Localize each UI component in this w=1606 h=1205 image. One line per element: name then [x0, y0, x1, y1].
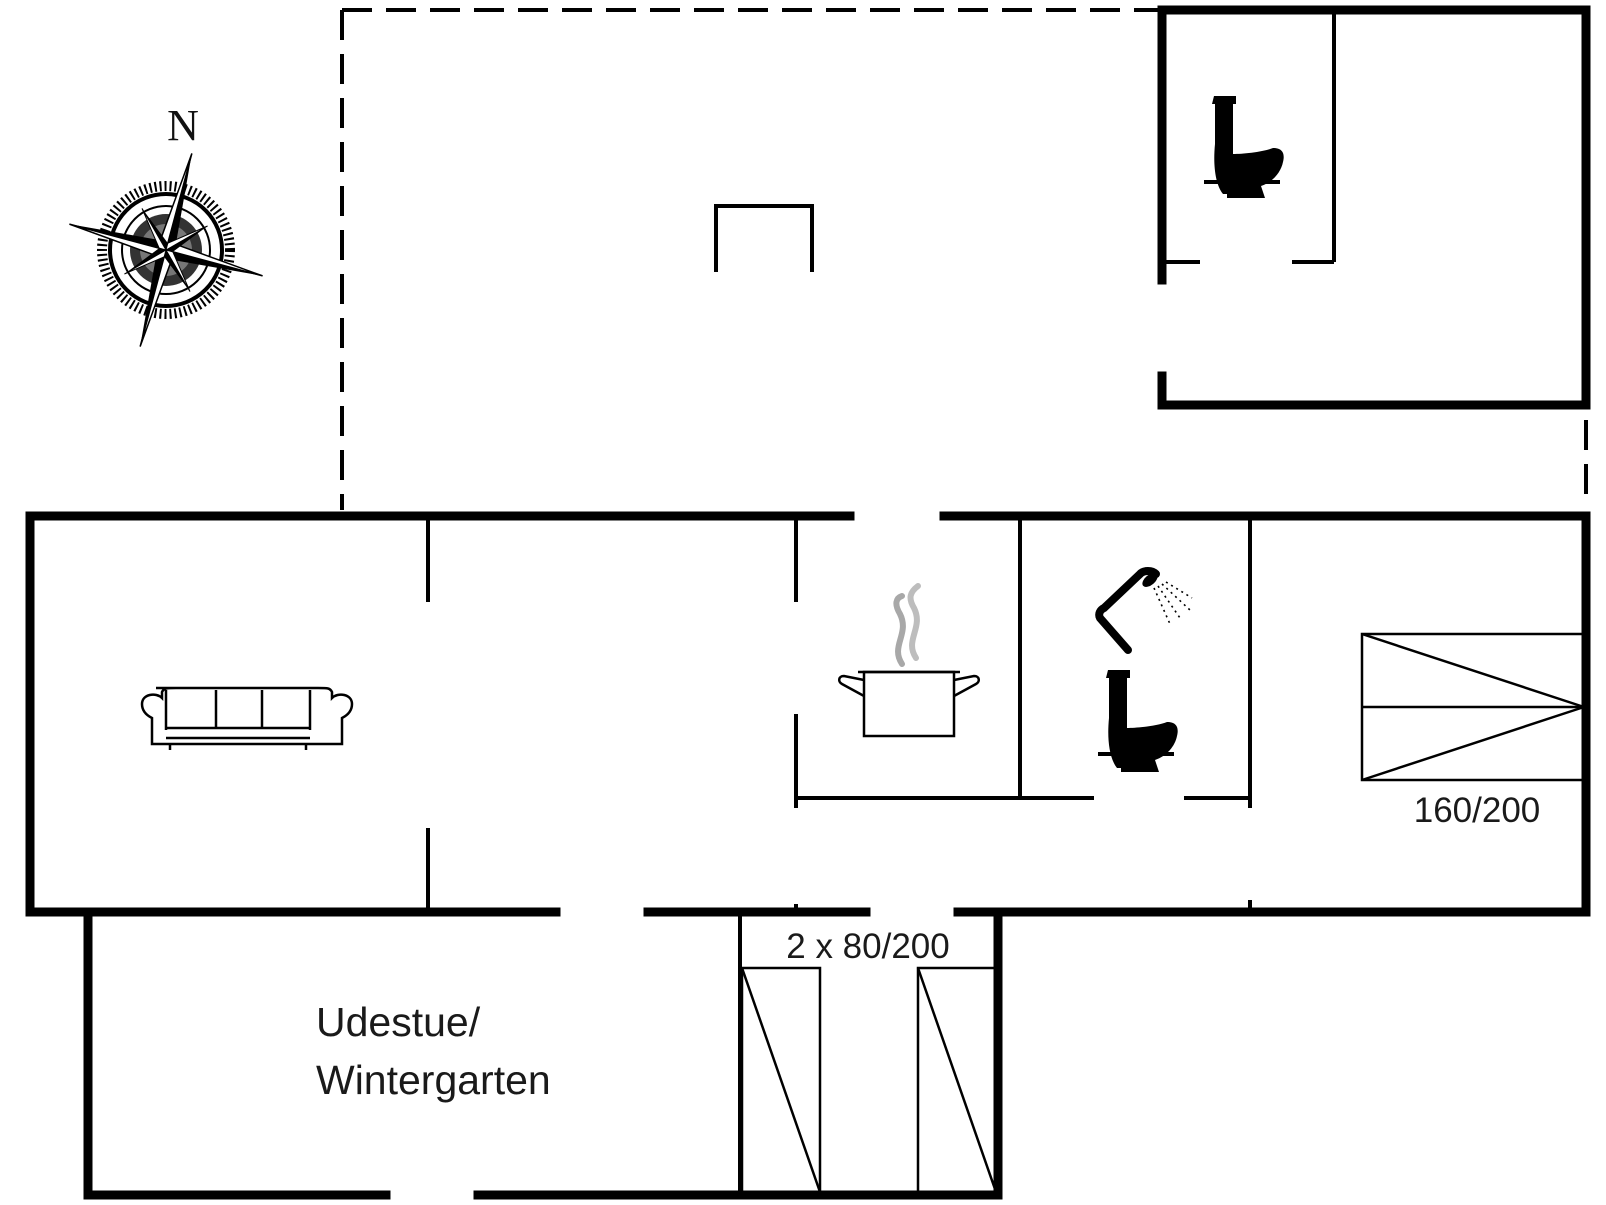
bed-icon: [740, 966, 998, 1194]
sunroom-label-line2: Wintergarten: [316, 1057, 551, 1103]
upper-fixture-outline: [714, 204, 814, 272]
compass-rose-icon: [69, 153, 263, 347]
annex-walls: [1157, 5, 1591, 410]
double-bed-size-label: 160/200: [1414, 791, 1541, 830]
bed-icon: [1360, 632, 1586, 782]
shower-icon: [1095, 567, 1193, 654]
lower-wing-walls: [83, 907, 1003, 1200]
sunroom-label-line1: Udestue/: [316, 999, 481, 1045]
twin-beds-size-label: 2 x 80/200: [786, 927, 949, 966]
toilet-icon: [1204, 96, 1284, 198]
sofa-icon: [140, 686, 354, 750]
upper-dashed-outline: [340, 8, 1588, 510]
toilet-icon: [1098, 670, 1178, 772]
north-label: N: [167, 101, 199, 150]
cooking-pot-icon: [838, 583, 980, 738]
main-house-walls: [25, 511, 1591, 917]
interior-walls: [426, 520, 1252, 912]
